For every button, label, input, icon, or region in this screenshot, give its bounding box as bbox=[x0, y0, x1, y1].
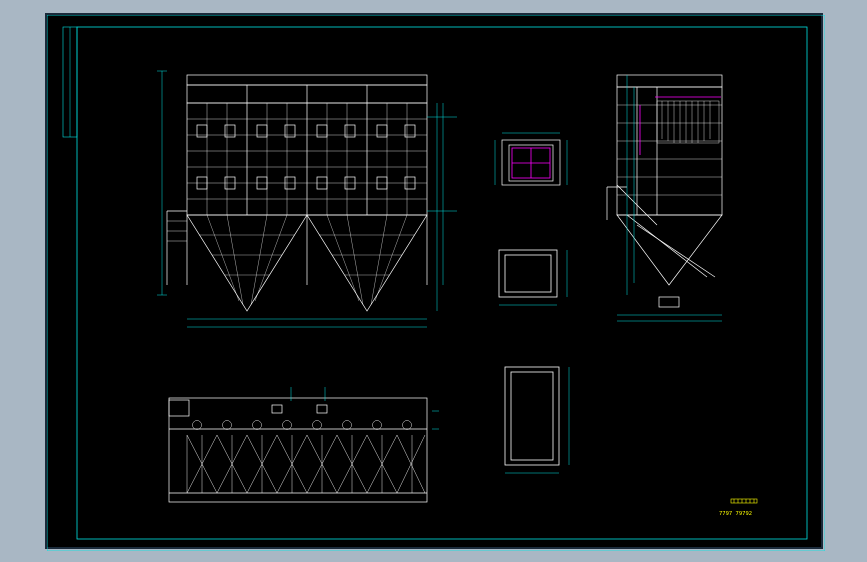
side-filter-bags bbox=[656, 100, 720, 144]
inlet-detail bbox=[498, 249, 558, 298]
flange-bolt-pattern bbox=[511, 147, 551, 179]
tech-row bbox=[669, 421, 789, 431]
front-dimensions bbox=[157, 70, 457, 328]
tech-row bbox=[669, 383, 789, 393]
tech-row bbox=[669, 411, 789, 421]
side-elevation bbox=[606, 74, 723, 308]
inner-frame bbox=[76, 26, 808, 540]
title-block-mark bbox=[730, 498, 758, 504]
drawing-sheet: 7797 79792 bbox=[45, 13, 825, 551]
title-block-code: 7797 79792 bbox=[719, 511, 752, 517]
cad-drawing: 7797 79792 bbox=[47, 15, 825, 551]
tech-row bbox=[669, 373, 789, 383]
tech-row bbox=[669, 449, 789, 459]
tech-row bbox=[669, 392, 789, 402]
plan-view bbox=[168, 397, 428, 503]
tech-table bbox=[669, 373, 789, 483]
tech-row bbox=[669, 440, 789, 450]
tech-row bbox=[669, 430, 789, 440]
outlet-flange-detail bbox=[501, 139, 561, 186]
tech-row bbox=[669, 402, 789, 412]
hopper-outlet-detail bbox=[504, 366, 560, 466]
plan-dimensions bbox=[290, 387, 439, 430]
tech-row bbox=[669, 459, 789, 469]
front-elevation bbox=[166, 74, 428, 312]
tech-row bbox=[669, 468, 789, 478]
